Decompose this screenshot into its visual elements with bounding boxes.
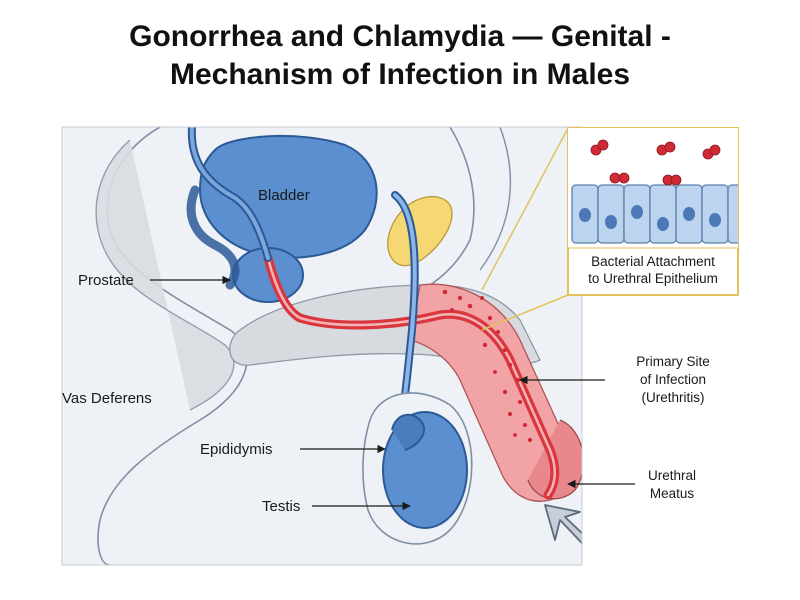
epithelium-inset: Bacterial Attachment to Urethral Epithel… — [567, 127, 739, 296]
inset-label-line-2: to Urethral Epithelium — [588, 271, 718, 286]
urethra-lumen — [266, 256, 556, 497]
label-meatus-line-2: Meatus — [650, 486, 695, 501]
pelvic-bone — [95, 139, 235, 411]
title-line-2: Mechanism of Infection in Males — [169, 58, 631, 91]
label-primary-site-line-2: of Infection — [640, 372, 706, 387]
panel-border — [61, 126, 583, 566]
inset-label-line-1: Bacterial Attachment — [591, 254, 715, 269]
label-vas-deferens: Vas Deferens — [62, 390, 152, 407]
label-primary-site-line-3: (Urethritis) — [642, 390, 705, 405]
seminal-coil — [186, 185, 240, 290]
abdomen-wall — [479, 127, 512, 271]
bladder — [198, 134, 378, 259]
illustration-panel — [62, 127, 582, 565]
bacteria-diplococci — [590, 139, 721, 186]
label-primary-site-line-1: Primary Site — [636, 354, 710, 369]
label-testis: Testis — [262, 498, 300, 515]
penis-shaft — [409, 283, 575, 502]
diagram-title: Gonorrhea and Chlamydia — Genital - Mech… — [0, 18, 800, 94]
title-line-1: Gonorrhea and Chlamydia — Genital - — [129, 20, 671, 53]
entry-arrow-icon — [544, 504, 582, 545]
epididymis — [391, 413, 425, 451]
zoom-callout-lines — [481, 127, 569, 331]
label-meatus-line-1: Urethral — [648, 468, 696, 483]
epithelial-cells — [571, 184, 738, 244]
label-bladder: Bladder — [258, 187, 310, 204]
label-epididymis: Epididymis — [200, 441, 273, 458]
infection-bacteria — [442, 289, 533, 443]
vas-deferens-upper-core — [189, 127, 270, 260]
label-prostate: Prostate — [78, 272, 134, 289]
abdomen-outline — [429, 127, 475, 286]
